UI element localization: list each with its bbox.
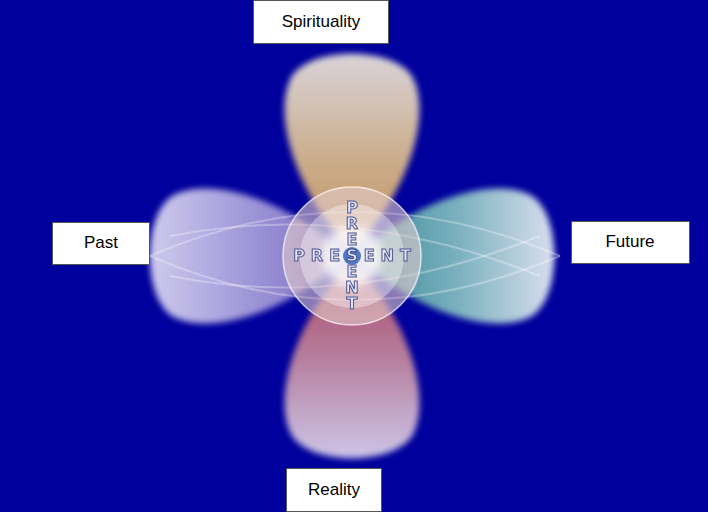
box-label: Reality — [308, 480, 360, 500]
label-box: Spirituality — [253, 0, 389, 44]
present-circle-node: PRESENTPRESENT — [282, 186, 422, 326]
label-box: Future — [571, 221, 690, 264]
box-label: Spirituality — [282, 12, 360, 32]
label-box: Reality — [286, 468, 382, 512]
box-label: Past — [84, 233, 118, 253]
present-vertical: PRESENT — [344, 200, 360, 312]
box-label: Future — [605, 232, 654, 252]
label-box: Past — [52, 222, 150, 265]
